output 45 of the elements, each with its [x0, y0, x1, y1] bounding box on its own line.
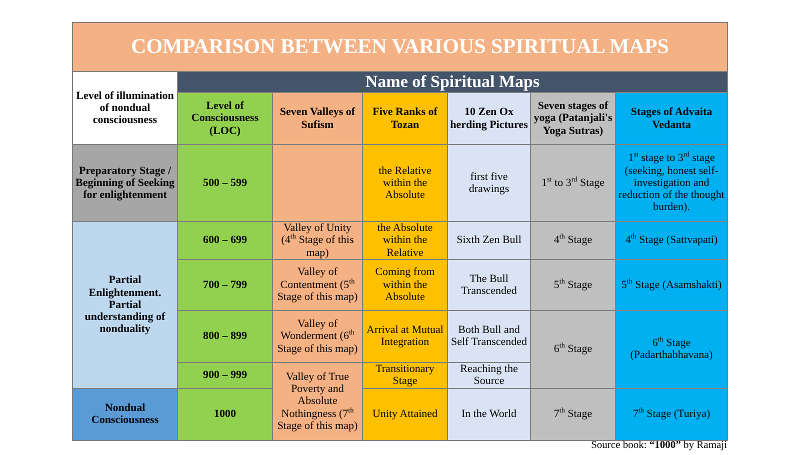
data-cell: 5$^{th}$ Stage: [530, 259, 616, 310]
data-cell: 700 – 799: [178, 259, 272, 310]
data-cell: 7$^{th}$ Stage (Turiya): [616, 388, 728, 440]
row-header: Partial Enlightenment. Partial understanding of nonduality: [72, 222, 178, 388]
title-banner: COMPARISON BETWEEN VARIOUS SPIRITUAL MAPS: [72, 22, 728, 72]
data-cell: Valley of Contentment (5$^{th}$ Stage of this map): [272, 259, 362, 310]
data-cell: Both Bull and Self Transcended: [448, 310, 530, 362]
data-cell: Reaching the Source: [448, 362, 530, 388]
data-cell: Valley of Wonderment (6$^{th}$ Stage of this map): [272, 310, 362, 362]
data-cell: Valley of True Poverty and Absolute Nothingness (7$^{th}$ Stage of this map): [272, 362, 362, 440]
data-cell: first five drawings: [448, 144, 530, 222]
data-cell: Valley of Unity (4$^{th}$ Stage of this map): [272, 222, 362, 260]
data-cell: Transitionary Stage: [362, 362, 448, 388]
data-cell: 1000: [178, 388, 272, 440]
data-cell: Sixth Zen Bull: [448, 222, 530, 260]
data-cell: 5$^{th}$ Stage (Asamshakti): [616, 259, 728, 310]
data-cell: 6$^{th}$ Stage: [530, 310, 616, 388]
column-header: Stages of Advaita Vedanta: [616, 92, 728, 144]
data-cell: 1$^{st}$ stage to 3$^{rd}$ stage (seeking, honest self-investigation and reduction of the thought burden).: [616, 144, 728, 222]
data-cell: 1$^{st}$ to 3$^{rd}$ Stage: [530, 144, 616, 222]
data-cell: Arrival at Mutual Integration: [362, 310, 448, 362]
data-cell: 6$^{th}$ Stage (Padarthabhavana): [616, 310, 728, 388]
data-cell: 7$^{th}$ Stage: [530, 388, 616, 440]
column-header: Level of Consciousness (LOC): [178, 92, 272, 144]
column-header: Seven Valleys of Sufism: [272, 92, 362, 144]
data-cell: Unity Attained: [362, 388, 448, 440]
row-header: Level of illumination of nondual consciousness: [72, 72, 178, 144]
data-cell: 500 – 599: [178, 144, 272, 222]
data-cell: In the World: [448, 388, 530, 440]
row-header: Nondual Consciousness: [72, 388, 178, 440]
column-header: 10 Zen Ox herding Pictures: [448, 92, 530, 144]
data-cell: 800 – 899: [178, 310, 272, 362]
data-cell: The Bull Transcended: [448, 259, 530, 310]
row-header: Preparatory Stage / Beginning of Seeking for enlightenment: [72, 144, 178, 222]
data-cell: 900 – 999: [178, 362, 272, 388]
data-cell: 4$^{th}$ Stage (Sattvapati): [616, 222, 728, 260]
data-cell: Coming from within the Absolute: [362, 259, 448, 310]
data-cell: the Absolute within the Relative: [362, 222, 448, 260]
data-cell: the Relative within the Absolute: [362, 144, 448, 222]
column-header: Seven stages of yoga (Patanjali's Yoga Sutras): [530, 92, 616, 144]
source-note: Source book: “1000” by Ramaji: [591, 440, 727, 451]
data-cell: 4$^{th}$ Stage: [530, 222, 616, 260]
column-header: Five Ranks of Tozan: [362, 92, 448, 144]
data-cell: 600 – 699: [178, 222, 272, 260]
section-header: Name of Spiritual Maps: [178, 72, 728, 92]
